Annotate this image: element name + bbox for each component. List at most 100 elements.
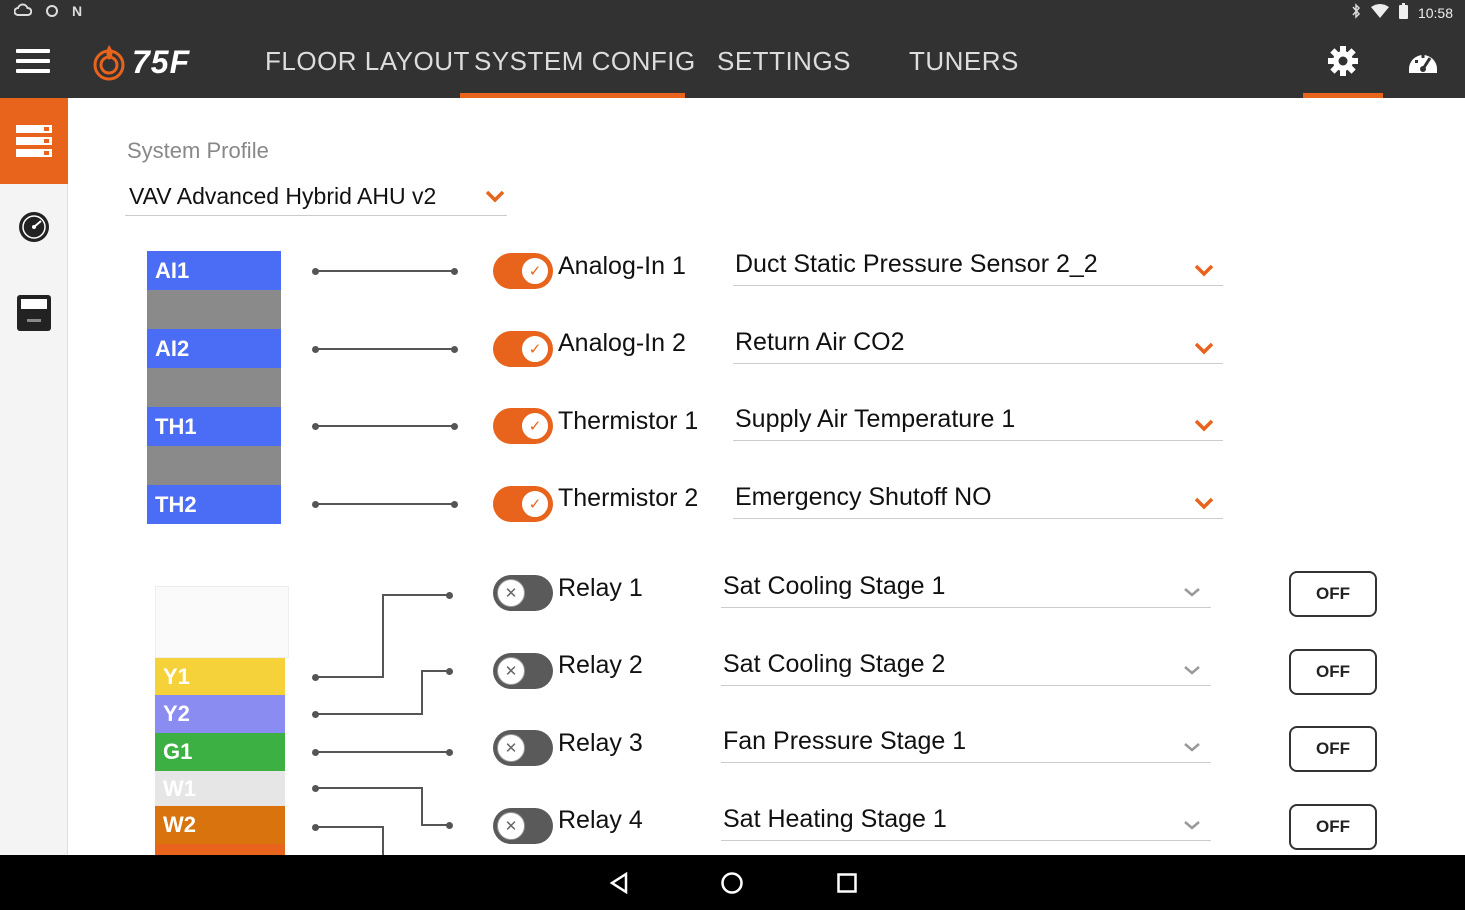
dashboard-gauge-icon[interactable]: [1406, 44, 1440, 78]
relay-1-mapping: Sat Cooling Stage 1: [723, 572, 946, 600]
chevron-down-icon: [1184, 821, 1200, 830]
analog-in-1-label: Analog-In 1: [558, 252, 686, 280]
wire-dot: [451, 268, 458, 275]
recents-icon[interactable]: [836, 872, 858, 894]
thermistor-2-toggle[interactable]: ✓: [493, 486, 553, 522]
wire-line: [316, 787, 423, 789]
relay-1-label: Relay 1: [558, 574, 643, 602]
port-label-th1: TH1: [147, 407, 281, 446]
relay-3-toggle[interactable]: ✕: [493, 730, 553, 766]
relay-2-mapping-dropdown[interactable]: Sat Cooling Stage 2: [721, 646, 1211, 686]
chevron-down-icon: [485, 190, 505, 203]
wire-line: [316, 270, 453, 272]
analog-in-1-mapping-dropdown[interactable]: Duct Static Pressure Sensor 2_2: [733, 246, 1223, 286]
sidebar-item-system-list[interactable]: [0, 98, 68, 184]
wire-dot: [446, 668, 453, 675]
bluetooth-icon: [1351, 3, 1361, 22]
wire-dot: [312, 785, 319, 792]
relay-1-toggle[interactable]: ✕: [493, 575, 553, 611]
relay-3-mapping: Fan Pressure Stage 1: [723, 727, 967, 755]
tab-tuners[interactable]: TUNERS: [909, 46, 1019, 76]
wire-dot: [312, 824, 319, 831]
terminal-y2: Y2: [155, 695, 285, 733]
sidebar-item-gauge[interactable]: [0, 184, 68, 270]
thermistor-2-label: Thermistor 2: [558, 484, 699, 512]
thermistor-2-mapping: Emergency Shutoff NO: [735, 483, 992, 511]
sidebar-item-device[interactable]: [0, 270, 68, 356]
system-profile-value: VAV Advanced Hybrid AHU v2: [129, 183, 437, 209]
check-icon: ✓: [521, 335, 549, 363]
analog-in-1-toggle[interactable]: ✓: [493, 253, 553, 289]
wire-line: [316, 713, 423, 715]
nfc-icon: N: [72, 3, 83, 19]
system-profile-dropdown[interactable]: VAV Advanced Hybrid AHU v2: [125, 180, 507, 216]
chevron-down-icon: [1184, 666, 1200, 675]
port-label-th2: TH2: [147, 485, 281, 524]
relay-2-label: Relay 2: [558, 651, 643, 679]
tab-system-config[interactable]: SYSTEM CONFIG: [474, 46, 696, 76]
active-icon-indicator: [1303, 93, 1383, 98]
analog-in-2-toggle[interactable]: ✓: [493, 331, 553, 367]
gear-icon[interactable]: [1326, 44, 1360, 78]
check-icon: ✓: [521, 412, 549, 440]
analog-in-2-label: Analog-In 2: [558, 329, 686, 357]
server-list-icon: [16, 125, 52, 157]
app-logo: 75F: [90, 42, 190, 82]
tab-settings[interactable]: SETTINGS: [717, 46, 852, 76]
wire-dot: [312, 268, 319, 275]
logo-text: 75F: [132, 43, 191, 80]
port-spacer: [147, 290, 281, 329]
thermistor-1-label: Thermistor 1: [558, 407, 699, 435]
check-icon: ✓: [521, 490, 549, 518]
relay-2-toggle[interactable]: ✕: [493, 653, 553, 689]
relay-2-mapping: Sat Cooling Stage 2: [723, 650, 946, 678]
active-tab-indicator: [460, 93, 685, 98]
wire-line: [316, 826, 383, 828]
status-bar: N 10:58: [0, 0, 1465, 24]
wifi-icon: [1370, 4, 1389, 21]
x-icon: ✕: [497, 812, 525, 840]
terminal-y1: Y1: [155, 658, 285, 695]
thermistor-2-mapping-dropdown[interactable]: Emergency Shutoff NO: [733, 479, 1223, 519]
relay-4-toggle[interactable]: ✕: [493, 808, 553, 844]
wire-dot: [312, 711, 319, 718]
wire-dot: [312, 501, 319, 508]
relay-3-mapping-dropdown[interactable]: Fan Pressure Stage 1: [721, 723, 1211, 763]
tab-floor-layout[interactable]: FLOOR LAYOUT: [265, 46, 470, 76]
chevron-down-icon: [1194, 497, 1214, 510]
relay-3-off-button[interactable]: OFF: [1289, 726, 1377, 772]
check-icon: ✓: [521, 257, 549, 285]
wire-dot: [446, 749, 453, 756]
relay-2-off-button[interactable]: OFF: [1289, 649, 1377, 695]
relay-4-mapping: Sat Heating Stage 1: [723, 805, 947, 833]
gauge-circle-icon: [19, 212, 49, 242]
sync-icon: [44, 3, 60, 22]
wire-dot: [446, 822, 453, 829]
relay-1-mapping-dropdown[interactable]: Sat Cooling Stage 1: [721, 568, 1211, 608]
battery-icon: [1398, 3, 1408, 22]
relay-4-mapping-dropdown[interactable]: Sat Heating Stage 1: [721, 801, 1211, 841]
relay-1-off-button[interactable]: OFF: [1289, 571, 1377, 617]
x-icon: ✕: [497, 657, 525, 685]
wire-dot: [451, 346, 458, 353]
wire-dot: [451, 501, 458, 508]
analog-port-block: AI1 AI2 TH1 TH2: [147, 251, 281, 524]
wire-dot: [451, 423, 458, 430]
left-sidebar: [0, 98, 68, 855]
thermistor-1-toggle[interactable]: ✓: [493, 408, 553, 444]
terminal-w1: W1: [155, 771, 285, 806]
back-icon[interactable]: [608, 871, 630, 895]
hamburger-menu-icon[interactable]: [16, 49, 50, 73]
chevron-down-icon: [1194, 419, 1214, 432]
home-icon[interactable]: [720, 871, 744, 895]
port-label-ai1: AI1: [147, 251, 281, 290]
wire-dot: [446, 592, 453, 599]
analog-in-2-mapping-dropdown[interactable]: Return Air CO2: [733, 324, 1223, 364]
thermistor-1-mapping-dropdown[interactable]: Supply Air Temperature 1: [733, 401, 1223, 441]
wire-dot: [312, 346, 319, 353]
relay-4-off-button[interactable]: OFF: [1289, 804, 1377, 850]
chevron-down-icon: [1184, 743, 1200, 752]
flame-logo-icon: [93, 45, 125, 81]
terminal-spacer: [155, 586, 289, 658]
thermostat-device-icon: [17, 295, 51, 331]
